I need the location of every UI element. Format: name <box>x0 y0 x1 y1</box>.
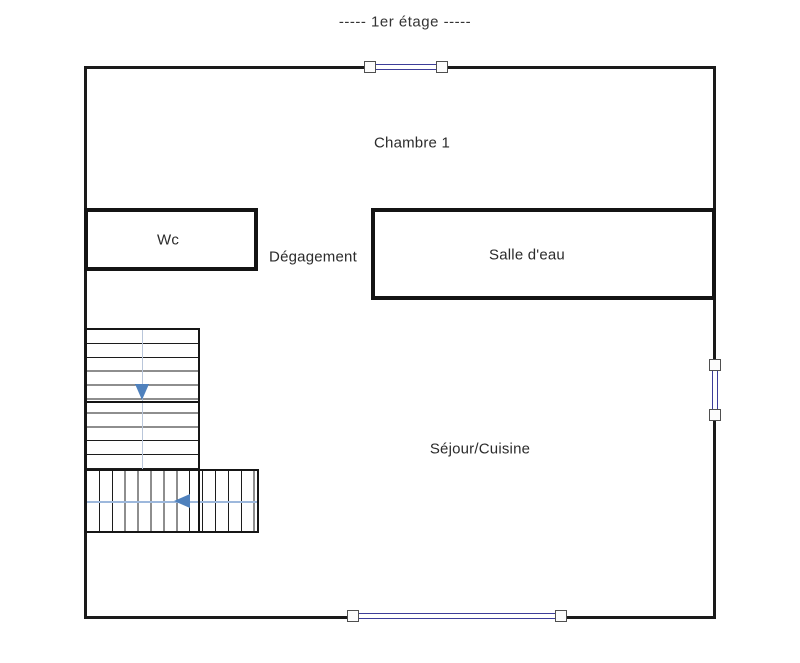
window-cap <box>709 409 721 421</box>
window-cap <box>709 359 721 371</box>
window-glazing <box>712 364 718 416</box>
room-wc-walls <box>84 208 258 271</box>
window-icon-top-wall <box>364 61 448 74</box>
room-label-wc: Wc <box>156 231 180 249</box>
room-salle-deau-walls <box>371 208 716 300</box>
window-cap <box>436 61 448 73</box>
room-label-sejour-cuisine: Séjour/Cuisine <box>429 440 531 458</box>
window-cap <box>364 61 376 73</box>
stairs-center-guide-line <box>87 501 257 503</box>
room-label-salle-deau: Salle d'eau <box>489 246 565 264</box>
window-icon-right-wall <box>709 359 722 421</box>
staircase-upper-flight <box>85 328 200 471</box>
staircase-lower-flight <box>85 469 259 533</box>
window-glazing <box>369 64 443 70</box>
window-glazing <box>352 613 562 619</box>
room-label-degagement: Dégagement <box>269 248 357 266</box>
stairs-landing-line <box>198 471 200 531</box>
stairs-landing-line <box>87 401 198 403</box>
window-cap <box>347 610 359 622</box>
room-label-chambre1: Chambre 1 <box>373 134 451 152</box>
window-cap <box>555 610 567 622</box>
stairs-down-arrow-icon <box>135 384 149 400</box>
window-icon-bottom-wall <box>347 610 567 623</box>
stairs-left-arrow-icon <box>174 494 190 508</box>
floor-title: ----- 1er étage ----- <box>338 13 472 31</box>
